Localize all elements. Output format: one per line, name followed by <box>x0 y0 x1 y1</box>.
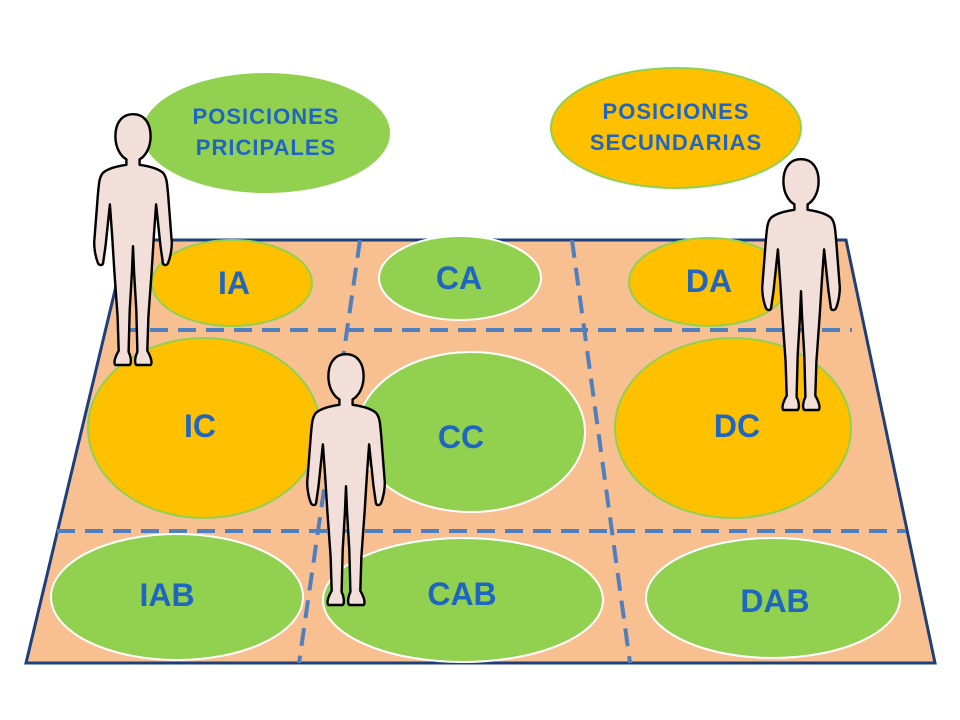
legend-secondary-ellipse <box>550 67 802 189</box>
zone-ca-label: CA <box>436 260 482 296</box>
zone-iab-ellipse[interactable] <box>50 533 304 661</box>
zone-ia-label: IA <box>218 265 250 301</box>
zone-cab-label: CAB <box>427 576 496 612</box>
legend-primary: POSICIONES PRICIPALES <box>140 71 392 195</box>
zone-cc-label: CC <box>438 419 484 455</box>
zone-dc-label: DC <box>714 408 760 444</box>
legend-primary-line2: PRICIPALES <box>196 135 336 160</box>
zone-labels: IA CA DA IC CC DC IAB CAB DAB <box>139 260 809 619</box>
zone-cab-ellipse[interactable] <box>322 537 604 663</box>
legend-secondary: POSICIONES SECUNDARIAS <box>550 67 802 189</box>
zone-iab-label: IAB <box>139 577 194 613</box>
legend-secondary-line2: SECUNDARIAS <box>590 130 762 155</box>
divider-vertical-right <box>570 239 632 664</box>
zone-dab-ellipse[interactable] <box>645 537 901 659</box>
zone-ic-label: IC <box>184 408 216 444</box>
zone-ca-ellipse[interactable] <box>378 235 542 321</box>
legend-primary-ellipse <box>140 71 392 195</box>
legend-primary-line1: POSICIONES <box>193 104 340 129</box>
zone-dab-label: DAB <box>740 583 809 619</box>
zone-ellipses <box>50 235 901 663</box>
legend-secondary-line1: POSICIONES <box>603 99 750 124</box>
zone-da-label: DA <box>686 263 732 299</box>
